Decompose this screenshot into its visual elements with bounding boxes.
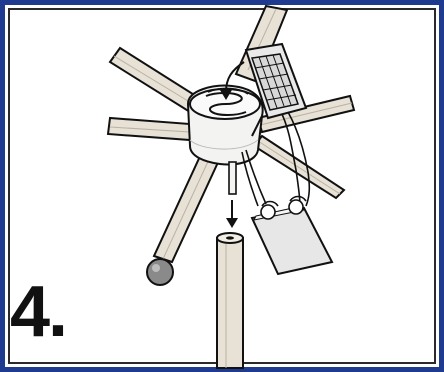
spoke-left (108, 118, 190, 140)
down-arrow-icon (226, 200, 238, 228)
pole (217, 233, 243, 368)
ball-end (147, 259, 173, 285)
hub-shaft (229, 162, 236, 194)
battery-pack (252, 197, 332, 275)
terminal-left (261, 205, 275, 219)
step-number: 4. (10, 276, 66, 348)
terminal-right (289, 200, 303, 214)
ball-spoke (147, 152, 220, 285)
spoke-upper-left (110, 48, 196, 112)
